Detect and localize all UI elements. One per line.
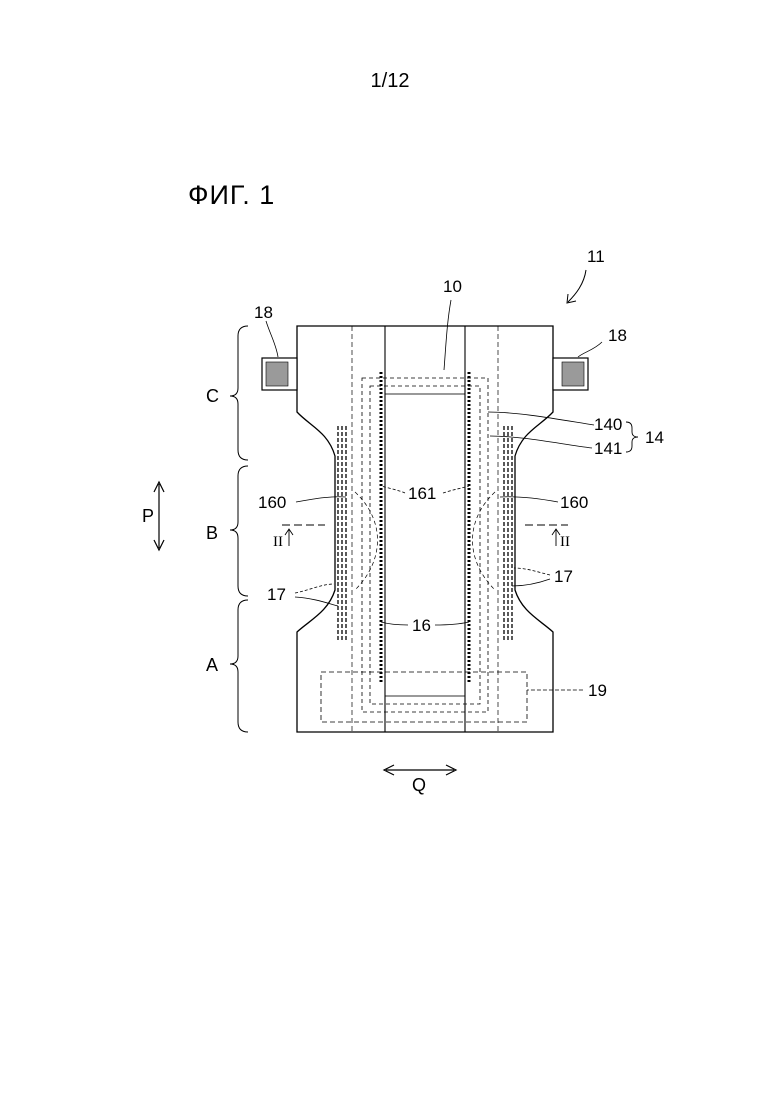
label-section-right: II [560, 534, 570, 550]
label-region-a: A [206, 655, 218, 675]
direction-q-arrow [384, 765, 456, 775]
label-direction-q: Q [412, 775, 426, 795]
tape-right [553, 358, 588, 390]
label-cuff-center: 161 [408, 484, 436, 503]
label-section-left: II [273, 534, 283, 550]
assembly-arrow [567, 270, 586, 303]
leg-elastic-right [504, 426, 512, 640]
label-seal-140: 140 [594, 415, 622, 434]
brace-a [230, 600, 248, 732]
label-region-c: C [206, 386, 219, 406]
label-cuff-main: 16 [412, 616, 431, 635]
label-cuff-right: 160 [560, 493, 588, 512]
label-direction-p: P [142, 506, 154, 526]
direction-p-arrow [154, 482, 164, 550]
core-inner [385, 394, 465, 696]
tape-left [262, 358, 297, 390]
label-elastic-right: 17 [554, 567, 573, 586]
label-group-14: 14 [645, 428, 664, 447]
leg-curve-left [355, 492, 378, 590]
label-tape-right: 18 [608, 326, 627, 345]
label-tape-left: 18 [254, 303, 273, 322]
label-cuff-left: 160 [258, 493, 286, 512]
label-region-b: B [206, 523, 218, 543]
core-outline-141 [370, 386, 480, 704]
brace-14 [626, 422, 638, 452]
label-seal-141: 141 [594, 439, 622, 458]
chassis-outline [297, 326, 553, 732]
label-landing-zone: 19 [588, 681, 607, 700]
label-elastic-left: 17 [267, 585, 286, 604]
leg-curve-right [473, 492, 496, 590]
brace-c [230, 326, 248, 460]
section-marker-left [282, 525, 325, 546]
label-assembly: 11 [587, 247, 605, 266]
brace-b [230, 466, 248, 596]
leg-elastic-left [338, 426, 346, 640]
label-core: 10 [443, 277, 462, 296]
